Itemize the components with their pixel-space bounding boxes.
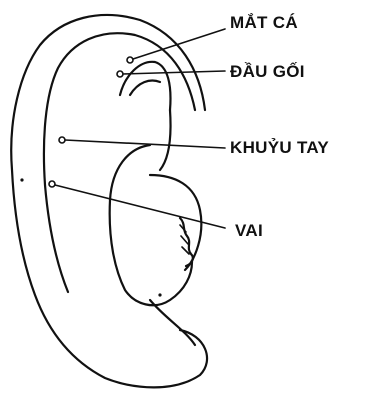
ear-antihelix-crus (120, 62, 170, 110)
ear-dot-2 (159, 294, 161, 296)
shoulder-label: VAI (235, 221, 263, 240)
ear-dot-1 (21, 179, 23, 181)
ear-antihelix (150, 110, 201, 270)
ankle-point (127, 57, 133, 63)
knee-label: ĐẦU GỐI (230, 61, 305, 81)
ankle-leader-line (133, 29, 225, 59)
knee-leader-line (123, 71, 225, 74)
elbow-label: KHUỶU TAY (230, 138, 329, 157)
ankle-label: MẮT CÁ (230, 13, 298, 32)
ear-fold (130, 81, 160, 95)
elbow-point (59, 137, 65, 143)
shoulder-point (49, 181, 55, 187)
ear-lobe (150, 300, 195, 345)
knee-point (117, 71, 123, 77)
